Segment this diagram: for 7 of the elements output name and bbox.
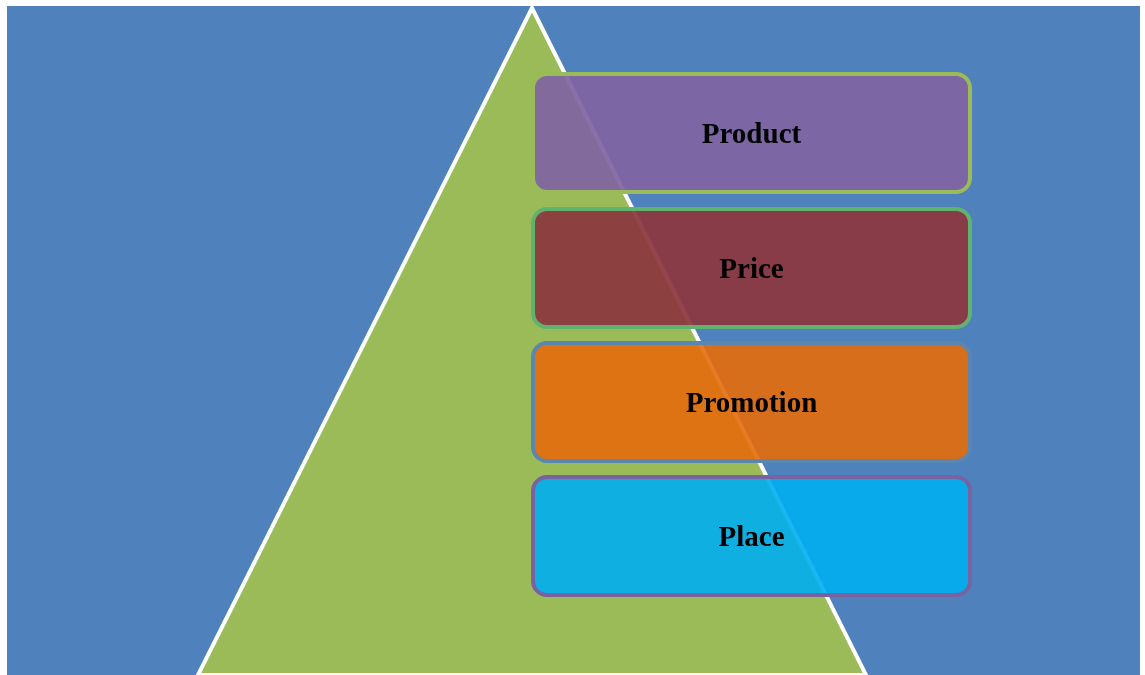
box-label: Place <box>718 519 785 553</box>
box-label: Promotion <box>685 385 818 419</box>
list-box <box>531 341 972 463</box>
list-box <box>531 207 972 329</box>
box-label: Price <box>719 251 784 285</box>
box-label: Product <box>701 116 802 150</box>
list-box <box>531 475 972 597</box>
